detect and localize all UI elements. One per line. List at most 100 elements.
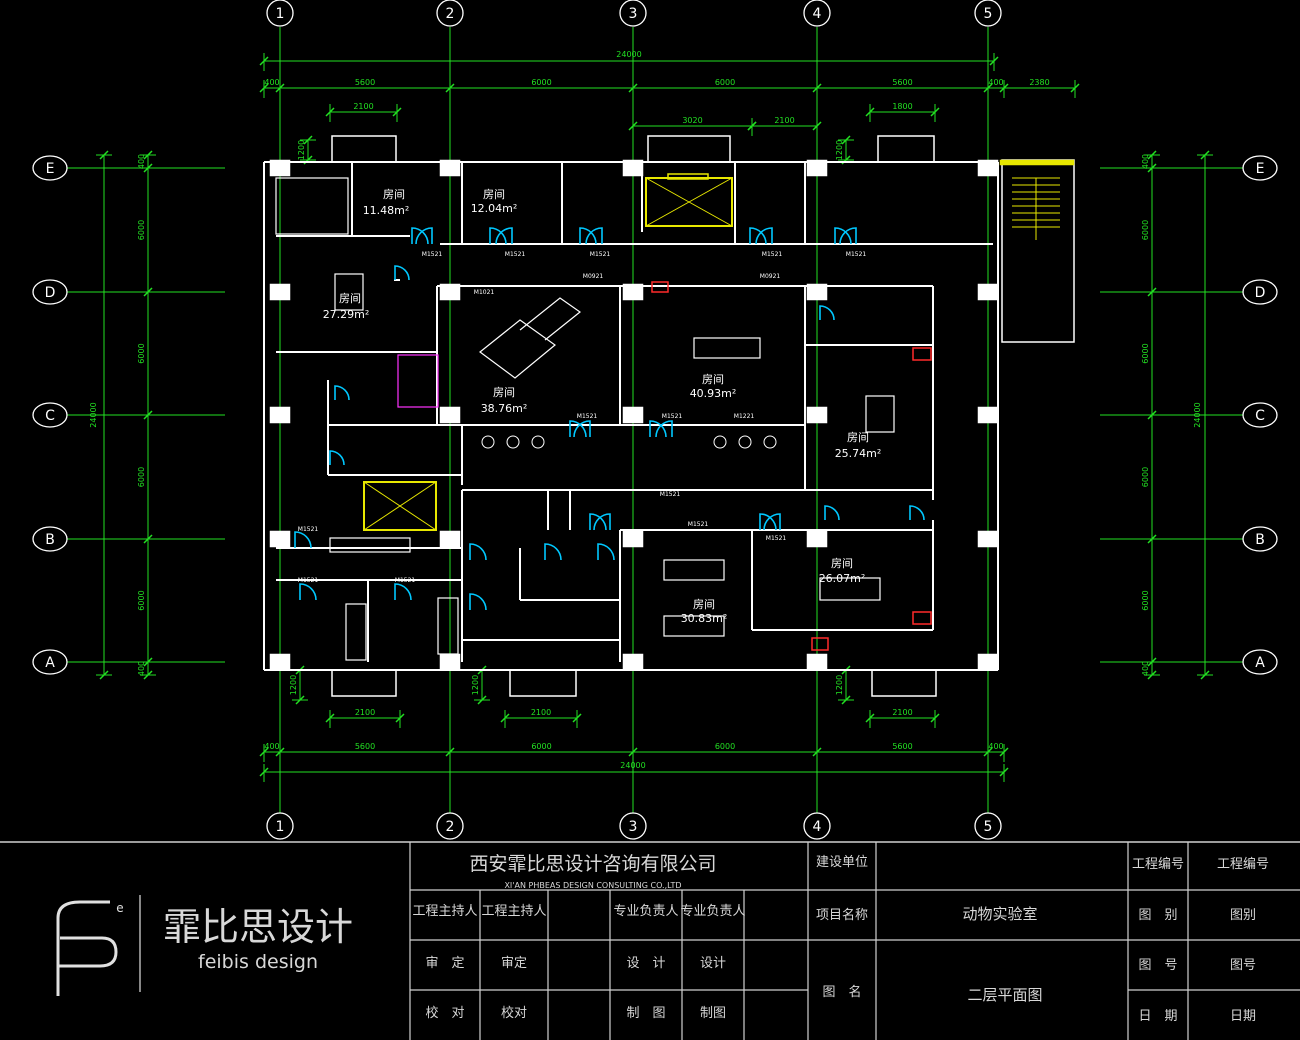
door-swing bbox=[655, 420, 673, 438]
door-swing bbox=[824, 505, 840, 521]
axis-bubble-label: D bbox=[1255, 285, 1266, 301]
dimension-label: 1200 bbox=[297, 140, 306, 160]
date-label: 日 期 bbox=[1138, 1009, 1177, 1024]
elevator-cross bbox=[645, 177, 733, 227]
sofa bbox=[329, 537, 411, 553]
axis-bubble-label: E bbox=[1256, 161, 1265, 177]
room-label: 房间 bbox=[693, 598, 715, 611]
structural-column bbox=[622, 406, 644, 424]
dimension-label: 400 bbox=[264, 78, 279, 87]
room-area: 12.04m² bbox=[471, 202, 518, 215]
stool bbox=[713, 435, 727, 449]
structural-column bbox=[806, 406, 828, 424]
dimension-total: 24000 bbox=[616, 50, 641, 59]
dimension-tick bbox=[930, 107, 940, 117]
dimension-tick bbox=[841, 695, 851, 705]
dimension-label: 6000 bbox=[531, 78, 551, 87]
dimension-label: 400 bbox=[137, 661, 146, 676]
window-bay bbox=[647, 135, 731, 163]
room-label: 房间 bbox=[702, 373, 724, 386]
door-swing bbox=[329, 450, 345, 466]
door-swing bbox=[839, 227, 857, 245]
dimension-label: 5600 bbox=[892, 78, 912, 87]
structural-column bbox=[439, 159, 461, 177]
door-swing bbox=[755, 227, 773, 245]
axis-bubble bbox=[803, 0, 831, 27]
elevator-shaft bbox=[363, 481, 437, 531]
titleblock-label: 设计 bbox=[700, 956, 726, 971]
red-window-marker bbox=[912, 611, 932, 625]
dimension-label: 2100 bbox=[355, 708, 375, 717]
dimension-label: 1800 bbox=[892, 102, 912, 111]
dimension-tick bbox=[865, 107, 875, 117]
dimension-tick bbox=[143, 150, 153, 160]
date-value: 日期 bbox=[1230, 1009, 1256, 1024]
dimension-label: 1200 bbox=[471, 675, 480, 695]
room-area: 40.93m² bbox=[690, 387, 737, 400]
door-code: M1521 bbox=[298, 526, 319, 533]
structural-column bbox=[977, 283, 999, 301]
door-swing bbox=[495, 227, 513, 245]
elevator-cross bbox=[363, 481, 437, 531]
structural-column bbox=[977, 530, 999, 548]
dimension-tick bbox=[259, 56, 269, 66]
door-swing bbox=[544, 543, 562, 561]
dimension-label: 6000 bbox=[137, 343, 146, 363]
structural-column bbox=[622, 530, 644, 548]
door-swing bbox=[415, 227, 433, 245]
dimension-tick bbox=[99, 150, 109, 160]
dimension-tick bbox=[303, 135, 313, 145]
structural-column bbox=[269, 159, 291, 177]
axis-bubble-label: B bbox=[45, 532, 55, 548]
red-window-marker bbox=[912, 347, 932, 361]
structural-column bbox=[622, 283, 644, 301]
dimension-label: 1200 bbox=[835, 675, 844, 695]
structural-column bbox=[269, 283, 291, 301]
logo-mark-icon bbox=[56, 900, 118, 996]
project-no-value: 工程编号 bbox=[1217, 857, 1269, 872]
axis-bubble-label: D bbox=[45, 285, 56, 301]
titleblock-label: 工程主持人 bbox=[412, 904, 477, 919]
axis-bubble bbox=[32, 526, 68, 552]
elevator-shaft bbox=[645, 177, 733, 227]
dimension-tick bbox=[865, 713, 875, 723]
dimension-tick bbox=[1200, 670, 1210, 680]
axis-bubble bbox=[266, 0, 294, 27]
dimension-tick bbox=[325, 107, 335, 117]
dimension-label: 6000 bbox=[1141, 590, 1150, 610]
room-label: 房间 bbox=[483, 188, 505, 201]
door-swing bbox=[749, 227, 767, 245]
door-code: M1521 bbox=[577, 413, 598, 420]
axis-bubble bbox=[32, 402, 68, 428]
axis-bubble bbox=[1242, 155, 1278, 181]
drawing-name-value: 二层平面图 bbox=[967, 986, 1042, 1004]
dimension-tick bbox=[295, 695, 305, 705]
dimension-tick bbox=[1070, 83, 1080, 93]
axis-bubble-label: C bbox=[45, 408, 55, 424]
structural-column bbox=[806, 283, 828, 301]
structural-column bbox=[977, 406, 999, 424]
project-no-label: 工程编号 bbox=[1132, 857, 1184, 872]
door-swing bbox=[569, 420, 587, 438]
dimension-tick bbox=[259, 767, 269, 777]
axis-bubble-label: A bbox=[45, 655, 55, 671]
dimension-label: 6000 bbox=[531, 742, 551, 751]
dimension-tick bbox=[999, 747, 1009, 757]
dimension-tick bbox=[500, 713, 510, 723]
door-swing bbox=[469, 593, 487, 611]
axis-bubble-label: 1 bbox=[276, 819, 285, 835]
titleblock-label: 设 计 bbox=[626, 956, 665, 971]
structural-column bbox=[269, 530, 291, 548]
door-code: M1521 bbox=[298, 577, 319, 584]
stool bbox=[763, 435, 777, 449]
door-code: M1521 bbox=[660, 491, 681, 498]
titleblock-label: 专业负责人 bbox=[680, 904, 745, 919]
axis-bubble bbox=[619, 0, 647, 27]
axis-bubble bbox=[1242, 279, 1278, 305]
dimension-tick bbox=[325, 713, 335, 723]
axis-bubble bbox=[1242, 649, 1278, 675]
stool bbox=[531, 435, 545, 449]
structural-column bbox=[806, 159, 828, 177]
dimension-tick bbox=[841, 135, 851, 145]
dimension-label: 400 bbox=[264, 742, 279, 751]
